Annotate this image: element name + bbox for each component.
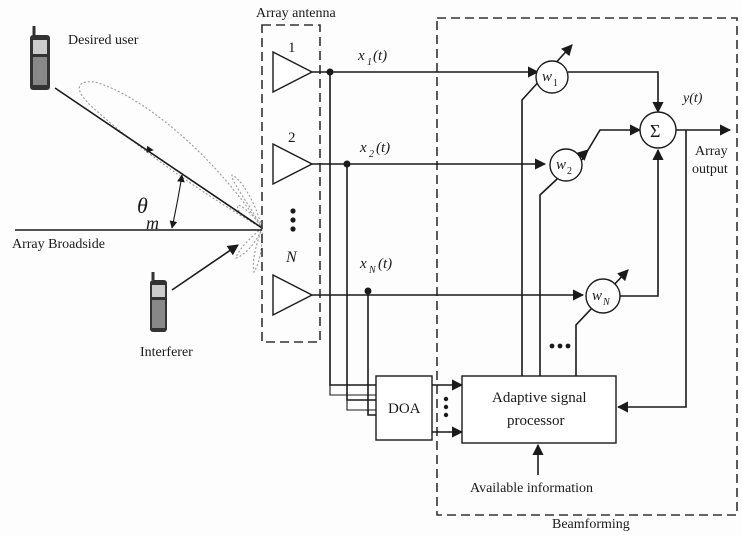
wn-subscript: N (602, 297, 611, 308)
beamforming-label: Beamforming (552, 517, 630, 532)
doa-block (375, 375, 433, 441)
tap-line-n (367, 291, 376, 416)
wn-label: w (592, 288, 602, 304)
w2-label: w (556, 157, 566, 173)
x1-subscript: 1 (367, 57, 372, 68)
w2-subscript: 2 (567, 166, 572, 177)
array-antenna-label: Array antenna (256, 6, 336, 21)
element-ellipsis (290, 208, 296, 232)
antenna-element-n (272, 273, 314, 317)
antenna-element-1 (272, 50, 314, 94)
output-feedback-line (616, 130, 687, 413)
xn-time: (t) (378, 256, 392, 272)
weight-control-ellipsis (549, 343, 571, 349)
beamforming-box (436, 17, 738, 516)
radiation-pattern (78, 81, 264, 274)
theta-subscript: m (146, 213, 159, 233)
y-output-label: y(t) (681, 91, 703, 106)
element-1-label: 1 (288, 40, 296, 56)
doa-arrow-ellipsis (443, 396, 449, 418)
interferer-signal-arrow (171, 244, 239, 291)
theta-angle-arc (169, 174, 185, 229)
w1-subscript: 1 (553, 78, 558, 89)
desired-user-phone-icon (30, 26, 50, 90)
element-2-label: 2 (288, 130, 296, 146)
processor-label-line1: Adaptive signal (492, 390, 587, 406)
tap-line-1 (329, 72, 376, 386)
x2-label: x (359, 140, 367, 156)
available-information-label: Available information (470, 481, 593, 496)
adaptive-signal-processor-block (461, 375, 617, 444)
array-output-line2: output (692, 162, 728, 177)
desired-user-label: Desired user (68, 33, 139, 48)
tap-line-2 (346, 164, 376, 401)
x2-subscript: 2 (369, 149, 374, 160)
w2-to-sum (581, 124, 642, 161)
x2-time: (t) (376, 140, 390, 156)
x1-time: (t) (373, 48, 387, 64)
array-broadside-label: Array Broadside (12, 237, 105, 252)
weight-w1-node (535, 60, 569, 94)
processor-label-line2: processor (507, 413, 564, 429)
desired-signal-path (54, 87, 263, 229)
x1-label: x (357, 48, 365, 64)
wn-to-sum (620, 148, 664, 297)
doa-label: DOA (388, 401, 421, 417)
weight-control-1 (521, 44, 573, 376)
interferer-phone-icon (150, 272, 167, 332)
sum-symbol: Σ (650, 121, 660, 141)
array-antenna-box (261, 24, 321, 343)
weight-control-2 (539, 149, 589, 376)
w1-label: w (542, 69, 552, 85)
w1-to-sum (568, 71, 664, 114)
interferer-label: Interferer (140, 345, 193, 360)
weight-w2-node (549, 148, 583, 182)
theta-symbol: θ (137, 193, 148, 218)
array-output-line1: Array (695, 144, 728, 159)
xn-label: x (359, 256, 367, 272)
xn-subscript: N (368, 265, 377, 276)
antenna-element-2 (272, 142, 314, 186)
element-n-label: N (285, 249, 298, 266)
